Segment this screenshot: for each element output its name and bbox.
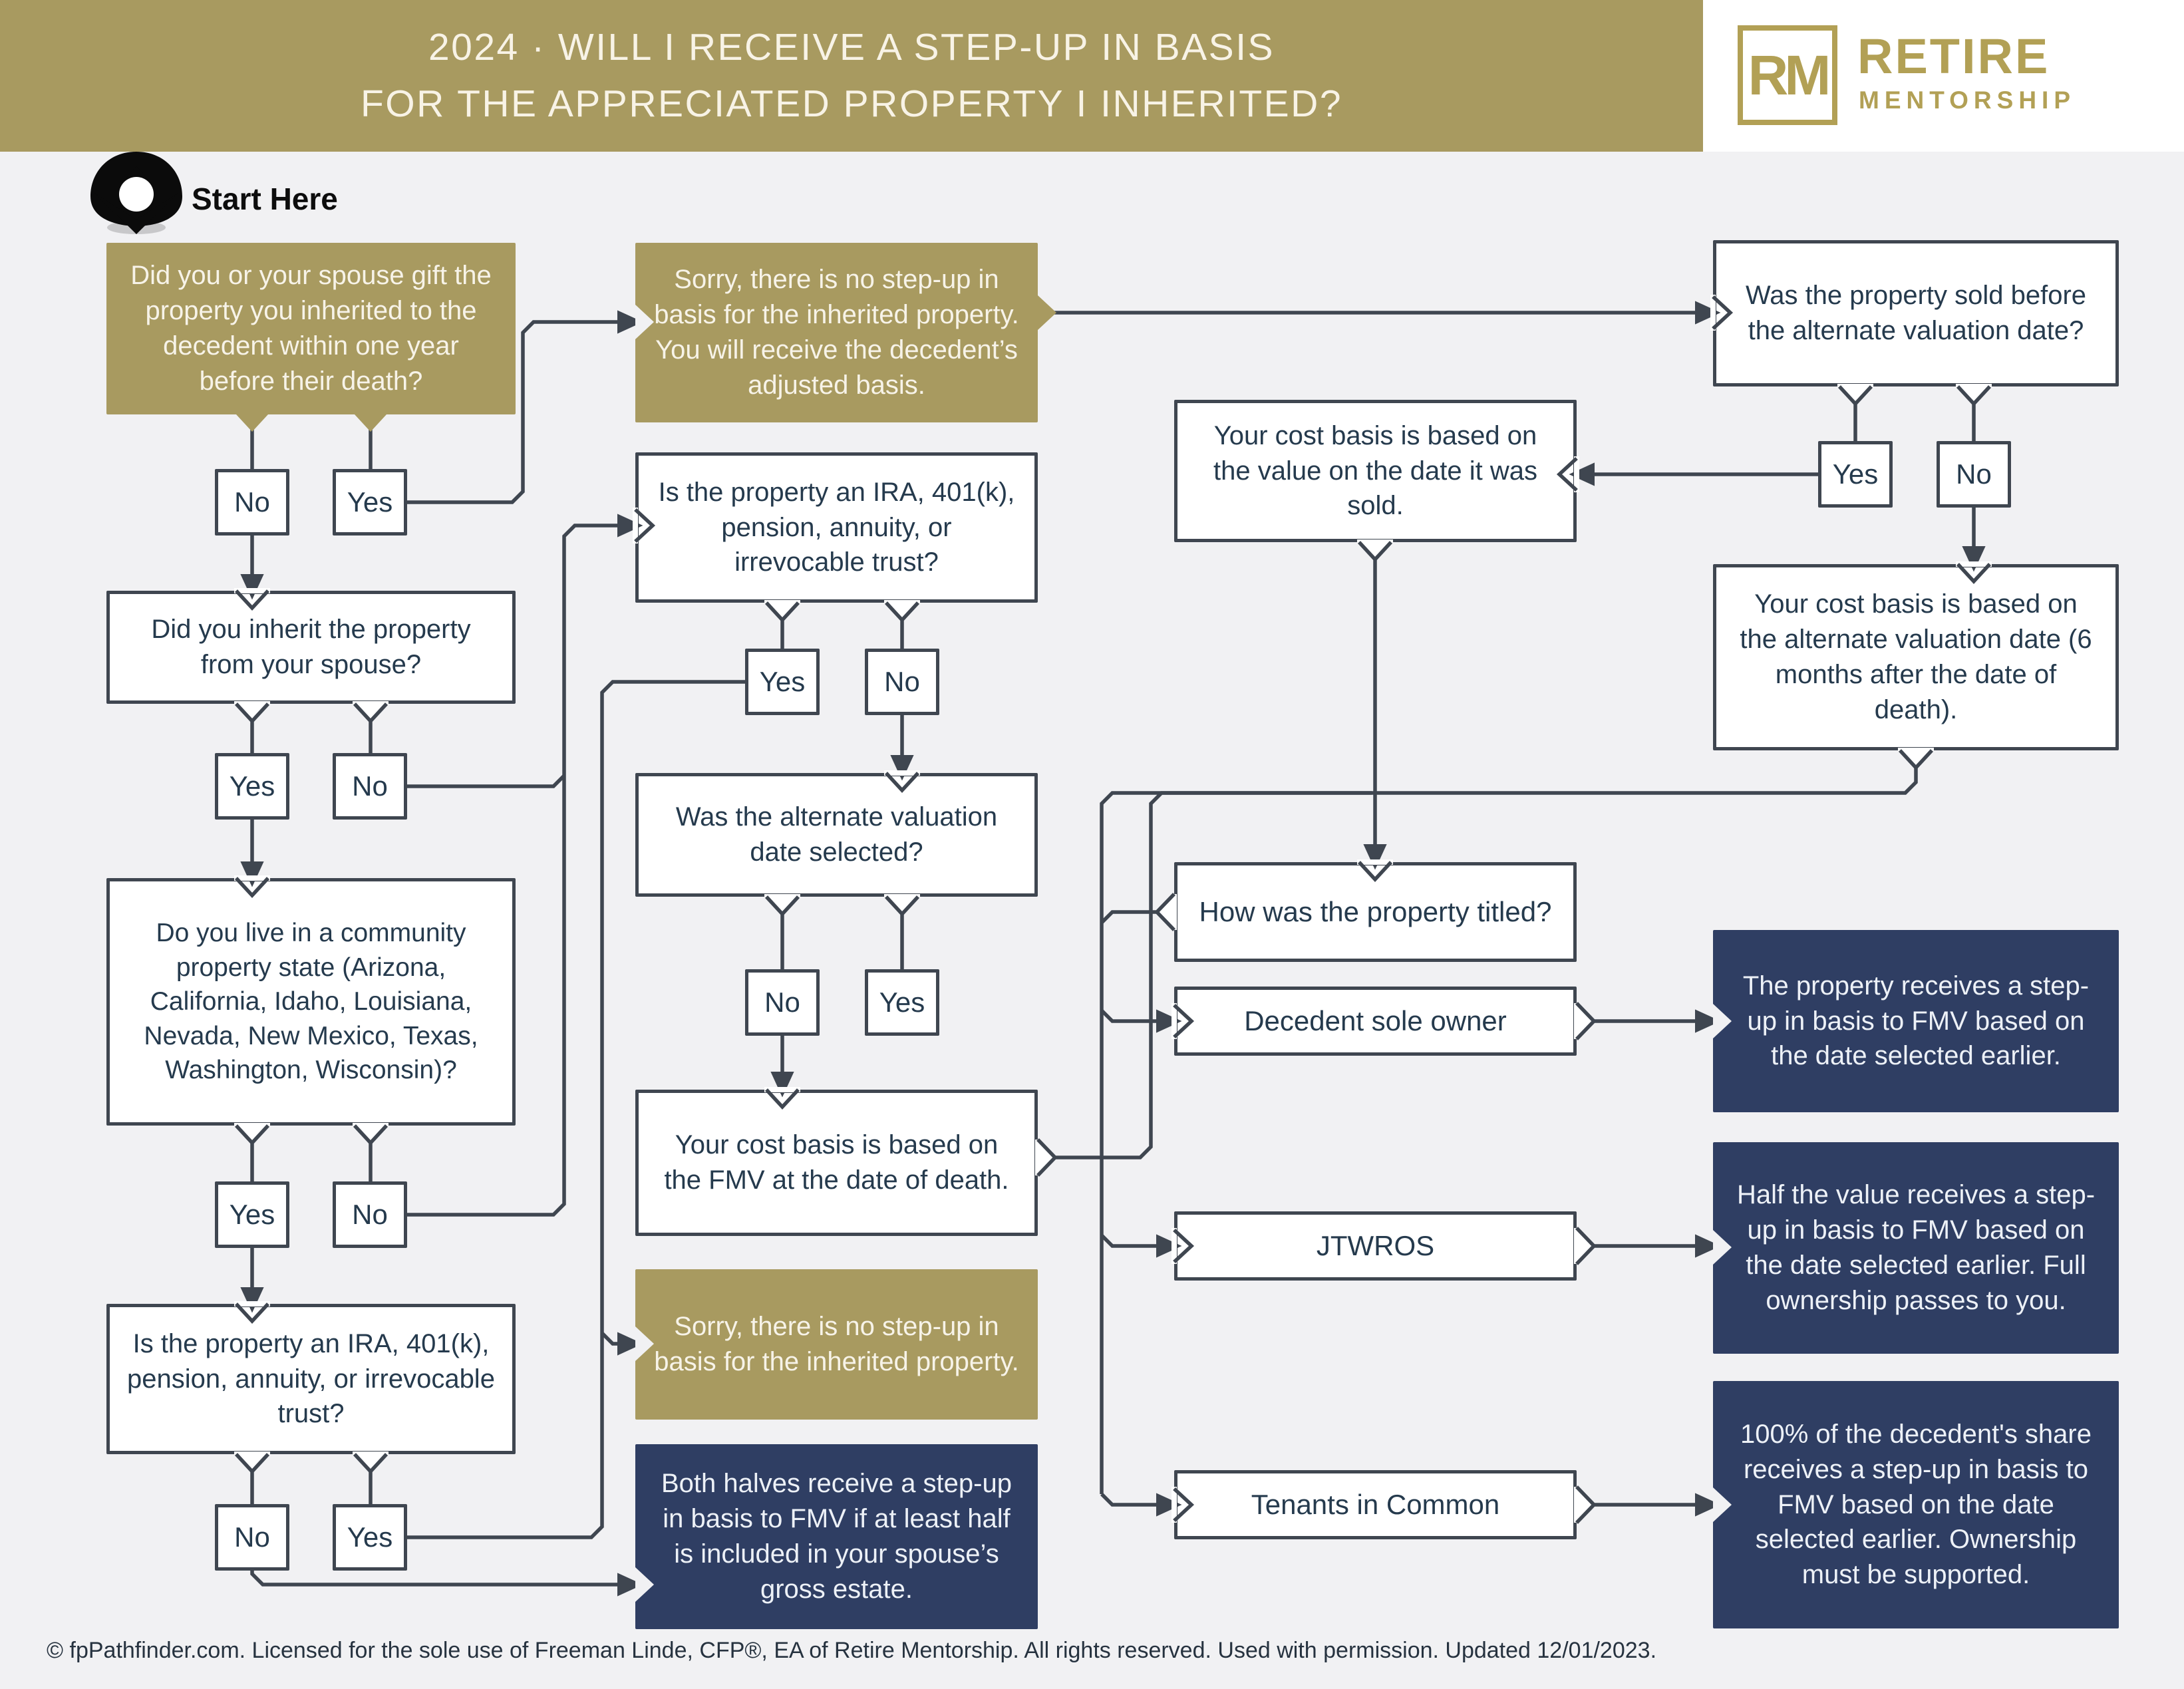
node-sorry-no-stepup: Sorry, there is no step-up in basis for … <box>635 1269 1038 1420</box>
answer-label: No <box>234 1521 270 1553</box>
answer-community-no: No <box>333 1181 407 1248</box>
answer-sold-yes: Yes <box>1818 441 1893 508</box>
answer-label: Yes <box>347 1521 393 1553</box>
node-alt-valuation-basis: Your cost basis is based on the alternat… <box>1713 564 2119 750</box>
answer-spouse-yes: Yes <box>215 753 289 820</box>
node-titled-tenants-in-common: Tenants in Common <box>1174 1470 1577 1539</box>
answer-avd-no: No <box>745 969 820 1036</box>
answer-label: Yes <box>229 770 275 802</box>
node-sorry-adjusted-basis: Sorry, there is no step-up in basis for … <box>635 243 1038 422</box>
answer-label: No <box>884 666 920 698</box>
logo-brand-line1: RETIRE <box>1857 29 2050 84</box>
node-result-full-stepup-text: The property receives a step-up in basis… <box>1742 971 2090 1071</box>
node-result-full-stepup: The property receives a step-up in basis… <box>1713 930 2119 1112</box>
answer-label: No <box>352 770 388 802</box>
node-result-both-halves-text: Both halves receive a step-up in basis t… <box>661 1469 1012 1604</box>
answer-label: No <box>352 1199 388 1231</box>
answer-ira-mid-yes: Yes <box>745 649 820 715</box>
answer-community-yes: Yes <box>215 1181 289 1248</box>
answer-label: No <box>234 486 270 518</box>
node-question-ira-mid: Is the property an IRA, 401(k), pension,… <box>635 452 1038 603</box>
answer-gift-yes: Yes <box>333 469 407 536</box>
answer-spouse-no: No <box>333 753 407 820</box>
node-result-half-stepup-text: Half the value receives a step-up in bas… <box>1736 1180 2096 1315</box>
node-question-spouse-text: Did you inherit the property from your s… <box>151 615 471 679</box>
node-question-titled: How was the property titled? <box>1174 862 1577 962</box>
node-question-alt-valuation: Was the alternate valuation date selecte… <box>635 773 1038 897</box>
page-title-line2: FOR THE APPRECIATED PROPERTY I INHERITED… <box>360 82 1343 125</box>
node-titled-jtwros-text: JTWROS <box>1316 1230 1435 1262</box>
node-value-date-sold-text: Your cost basis is based on the value on… <box>1213 420 1537 521</box>
answer-label: Yes <box>759 666 806 698</box>
start-pin-icon <box>90 152 182 234</box>
answer-ira-mid-no: No <box>865 649 939 715</box>
answer-label: No <box>1956 458 1992 490</box>
logo-brand-line2: MENTORSHIP <box>1859 86 2076 114</box>
footer-license-text: © fpPathfinder.com. Licensed for the sol… <box>47 1638 1657 1663</box>
node-question-alt-valuation-text: Was the alternate valuation date selecte… <box>675 802 998 867</box>
node-fmv-at-death-text: Your cost basis is based on the FMV at t… <box>664 1130 1009 1195</box>
node-question-spouse: Did you inherit the property from your s… <box>106 591 516 704</box>
node-value-date-sold: Your cost basis is based on the value on… <box>1174 400 1577 542</box>
answer-avd-yes: Yes <box>865 969 939 1036</box>
node-result-decedent-share: 100% of the decedent's share receives a … <box>1713 1381 2119 1628</box>
node-titled-jtwros: JTWROS <box>1174 1211 1577 1281</box>
node-question-gift-text: Did you or your spouse gift the property… <box>130 261 492 396</box>
answer-label: Yes <box>1832 458 1879 490</box>
answer-sold-no: No <box>1937 441 2011 508</box>
answer-gift-no: No <box>215 469 289 536</box>
header-band <box>0 0 1703 152</box>
start-here-label: Start Here <box>192 182 338 216</box>
node-result-both-halves: Both halves receive a step-up in basis t… <box>635 1444 1038 1629</box>
answer-ira-left-yes: Yes <box>333 1504 407 1571</box>
node-question-sold-before-avd: Was the property sold before the alterna… <box>1713 240 2119 386</box>
node-titled-tic-text: Tenants in Common <box>1251 1489 1500 1521</box>
node-result-decedent-share-text: 100% of the decedent's share receives a … <box>1740 1420 2092 1590</box>
node-question-ira-left-text: Is the property an IRA, 401(k), pension,… <box>127 1328 495 1429</box>
node-titled-sole-owner: Decedent sole owner <box>1174 987 1577 1056</box>
logo-monogram-text: RM <box>1748 43 1831 106</box>
answer-ira-left-no: No <box>215 1504 289 1571</box>
node-result-half-stepup: Half the value receives a step-up in bas… <box>1713 1142 2119 1354</box>
answer-label: Yes <box>229 1199 275 1231</box>
node-question-ira-left: Is the property an IRA, 401(k), pension,… <box>106 1304 516 1454</box>
logo-monogram: RM <box>1738 25 1837 125</box>
node-sorry-adjusted-basis-text: Sorry, there is no step-up in basis for … <box>654 265 1019 400</box>
page-title: 2024 · WILL I RECEIVE A STEP-UP IN BASIS… <box>0 0 1703 152</box>
node-question-community-property: Do you live in a community property stat… <box>106 878 516 1126</box>
page-title-line1: 2024 · WILL I RECEIVE A STEP-UP IN BASIS <box>428 25 1275 69</box>
node-question-community-text: Do you live in a community property stat… <box>144 919 478 1085</box>
node-question-ira-mid-text: Is the property an IRA, 401(k), pension,… <box>658 477 1015 577</box>
answer-label: Yes <box>347 486 393 518</box>
node-sorry-no-stepup-text: Sorry, there is no step-up in basis for … <box>654 1312 1019 1376</box>
answer-label: No <box>764 987 800 1018</box>
node-alt-valuation-basis-text: Your cost basis is based on the alternat… <box>1740 589 2092 724</box>
node-fmv-at-death: Your cost basis is based on the FMV at t… <box>635 1090 1038 1236</box>
answer-label: Yes <box>879 987 925 1018</box>
node-question-gift: Did you or your spouse gift the property… <box>106 243 516 414</box>
node-question-sold-before-avd-text: Was the property sold before the alterna… <box>1745 281 2087 345</box>
node-titled-sole-owner-text: Decedent sole owner <box>1244 1005 1507 1037</box>
node-question-titled-text: How was the property titled? <box>1199 896 1552 928</box>
